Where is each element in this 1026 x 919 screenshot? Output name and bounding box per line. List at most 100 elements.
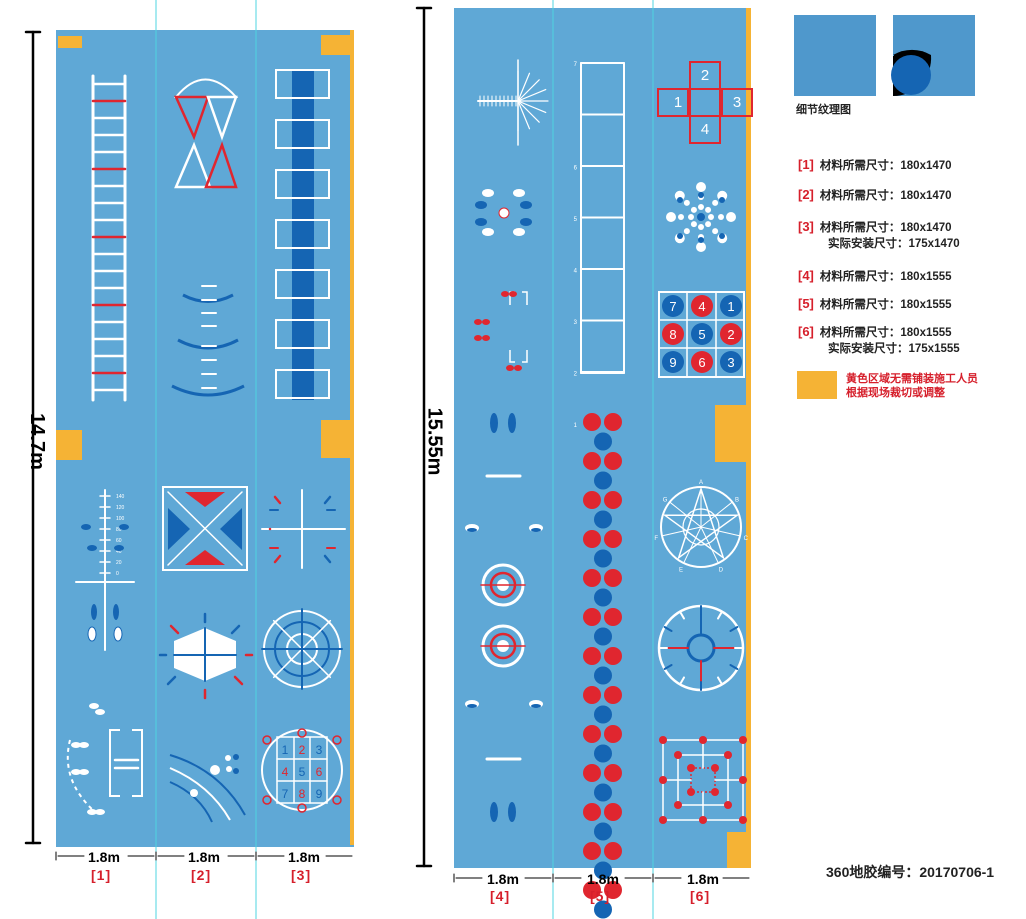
star-letter: F [654, 536, 658, 542]
yellow-legend-swatch [797, 371, 837, 399]
grid-number: 8 [669, 327, 676, 342]
burst-dot [712, 228, 719, 235]
panel-a-index-3: [3] [291, 867, 312, 883]
footprint [89, 703, 99, 709]
legend-text: 材料所需尺寸：180x1555 [819, 299, 952, 311]
burst-dot [683, 228, 690, 235]
dot [190, 789, 198, 797]
red-dot [604, 491, 622, 509]
star-spoke [669, 501, 702, 528]
ladder-number: 2 [574, 372, 578, 378]
hand-icon [114, 545, 124, 551]
number-label: 100 [116, 516, 125, 522]
sunburst-ray [517, 100, 531, 130]
blue-arc [182, 293, 234, 303]
foot-icon [113, 626, 123, 642]
red-dot [604, 530, 622, 548]
footprint [482, 228, 494, 236]
clock-tick [717, 676, 723, 686]
texture-sample-plain [794, 15, 876, 96]
compass-mark [273, 554, 282, 564]
morris-point [699, 816, 707, 824]
burst-dot [712, 199, 719, 206]
blue-dot [594, 471, 612, 490]
red-footprint [514, 365, 522, 371]
footprint [79, 769, 89, 775]
red-dot [583, 569, 601, 587]
burst-center [697, 213, 705, 221]
red-triangle [204, 141, 238, 189]
burst-dot [698, 224, 704, 230]
legend-item-6: [6]材料所需尺寸：180x1555 实际安装尺寸：175x1555 [798, 324, 960, 356]
legend-text: 材料所需尺寸：180x1470 [819, 222, 952, 234]
red-dot [583, 764, 601, 782]
red-dot [583, 647, 601, 665]
sunburst-ray [517, 100, 547, 114]
panel-a-width-3: 1.8m [288, 849, 320, 865]
red-dot [604, 413, 622, 431]
ring-marker [262, 795, 272, 805]
yellow-trim [58, 36, 82, 48]
star-spoke [683, 526, 702, 564]
dot [233, 754, 239, 760]
morris-point [699, 736, 707, 744]
texture-cover [893, 55, 894, 56]
dot [225, 755, 231, 761]
burst-dot [708, 214, 714, 220]
texture-dot [891, 55, 931, 95]
panel-b-index-5: [5] [590, 888, 611, 904]
dot [233, 768, 239, 774]
clock-tick [679, 610, 685, 620]
footprint [95, 809, 105, 815]
grid-number: 3 [316, 743, 323, 757]
dot [226, 766, 232, 772]
red-dot [583, 725, 601, 743]
star-spoke [700, 526, 741, 537]
panel-a-index-2: [2] [191, 867, 212, 883]
number-label: 140 [116, 494, 125, 500]
blue-foot [490, 802, 498, 822]
legend-text: 材料所需尺寸：180x1470 [819, 160, 952, 172]
blue-arc [177, 338, 239, 350]
burst-dot [705, 206, 712, 213]
legend-num: [3] [798, 219, 814, 234]
footprint [475, 201, 487, 209]
clock-tick [679, 676, 685, 686]
panel-b-index-4: [4] [490, 888, 511, 904]
grid-number: 5 [698, 327, 705, 342]
red-footprint [482, 335, 490, 341]
clock-tick [663, 626, 673, 632]
footprint [95, 709, 105, 715]
lane-box [275, 119, 330, 149]
blue-dot [594, 783, 612, 802]
legend-text: 材料所需尺寸：180x1555 [819, 327, 952, 339]
burst-dot [696, 242, 706, 252]
foot-icon [91, 604, 97, 620]
morris-point [674, 801, 682, 809]
hand-icon [87, 545, 97, 551]
target-box [162, 486, 248, 571]
blue-foot [490, 413, 498, 433]
morris-point [739, 736, 747, 744]
sunburst-ray [517, 100, 540, 123]
hand-icon [119, 524, 129, 530]
burst-dot [683, 199, 690, 206]
grid-box [658, 291, 745, 378]
legend-item-5: [5]材料所需尺寸：180x1555 [798, 296, 952, 312]
ladder-number: 5 [574, 217, 578, 223]
lane-box [275, 269, 330, 299]
ladder-number: 3 [574, 320, 578, 326]
footprint [520, 218, 532, 226]
note-line-1: 黄色区域无需铺装施工人员 [846, 373, 978, 385]
burst-dot [705, 221, 712, 228]
blue-foot [508, 802, 516, 822]
clock-tick [729, 626, 739, 632]
hop-box [689, 115, 721, 144]
grid-number: 1 [727, 299, 734, 314]
blue-dot [594, 432, 612, 451]
grid-number: 9 [669, 355, 676, 370]
grid-number: 7 [669, 299, 676, 314]
grid-number: 7 [282, 787, 289, 801]
legend-item-4: [4]材料所需尺寸：180x1555 [798, 268, 952, 284]
hand-print-inner [467, 704, 477, 708]
